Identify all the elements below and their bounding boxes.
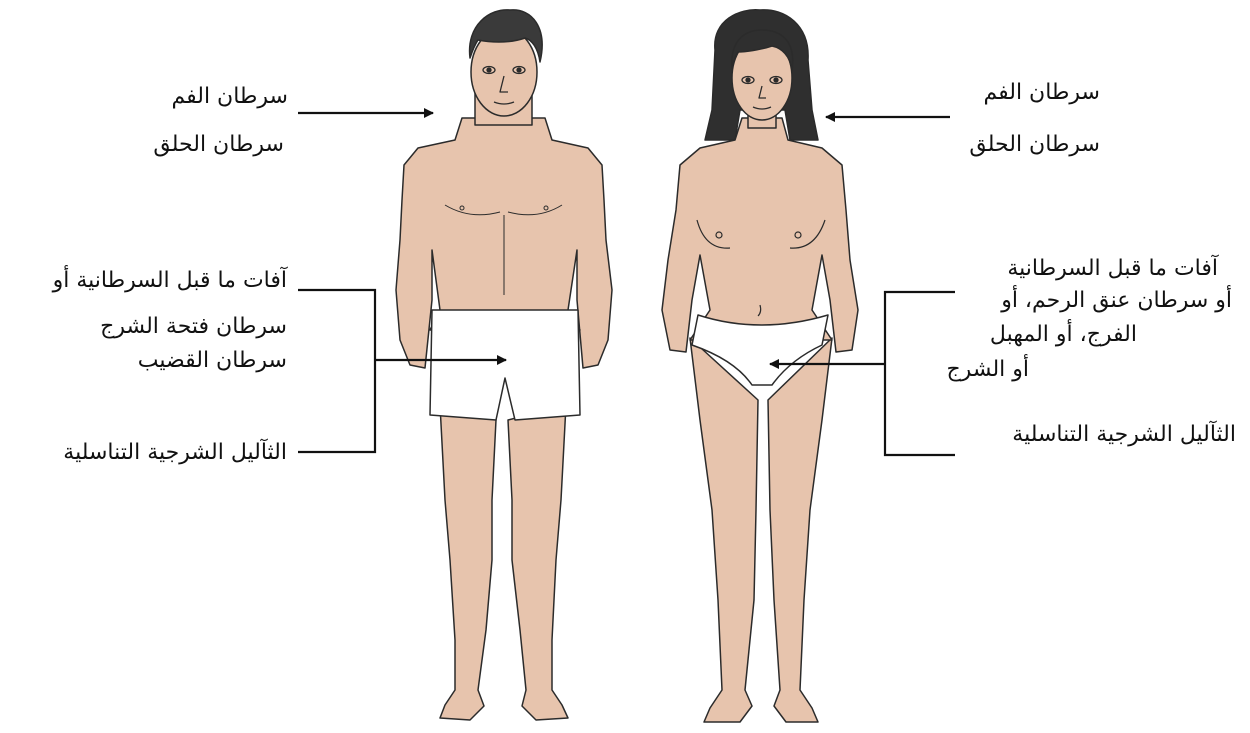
female-precancer-line2: أو سرطان عنق الرحم، أو [1001,286,1232,316]
male-genital-warts-label: الثآليل الشرجية التناسلية [63,438,287,468]
female-genital-warts-label: الثآليل الشرجية التناسلية [1012,420,1236,450]
female-torso [662,118,858,352]
female-precancer-line3: الفرج، أو المهبل [990,320,1137,350]
female-bracket [885,292,955,455]
male-penile-cancer-label: سرطان القضيب [138,346,287,376]
male-underwear [430,310,580,420]
female-precancer-line4: أو الشرج [946,355,1029,385]
female-throat-cancer-label: سرطان الحلق [969,130,1100,160]
male-throat-cancer-label: سرطان الحلق [153,130,284,160]
female-right-leg [768,338,832,722]
female-mouth-cancer-label: سرطان الفم [983,78,1100,108]
male-bracket [298,290,375,452]
male-anal-precancer-line1: آفات ما قبل السرطانية أو [53,266,287,296]
female-precancer-line1: آفات ما قبل السرطانية [1007,254,1218,284]
male-left-leg [440,405,496,720]
male-anal-precancer-line2: سرطان فتحة الشرج [100,312,287,342]
male-figure [396,10,612,720]
male-right-leg [508,405,568,720]
female-left-leg [690,338,758,722]
male-mouth-cancer-label: سرطان الفم [171,82,288,112]
